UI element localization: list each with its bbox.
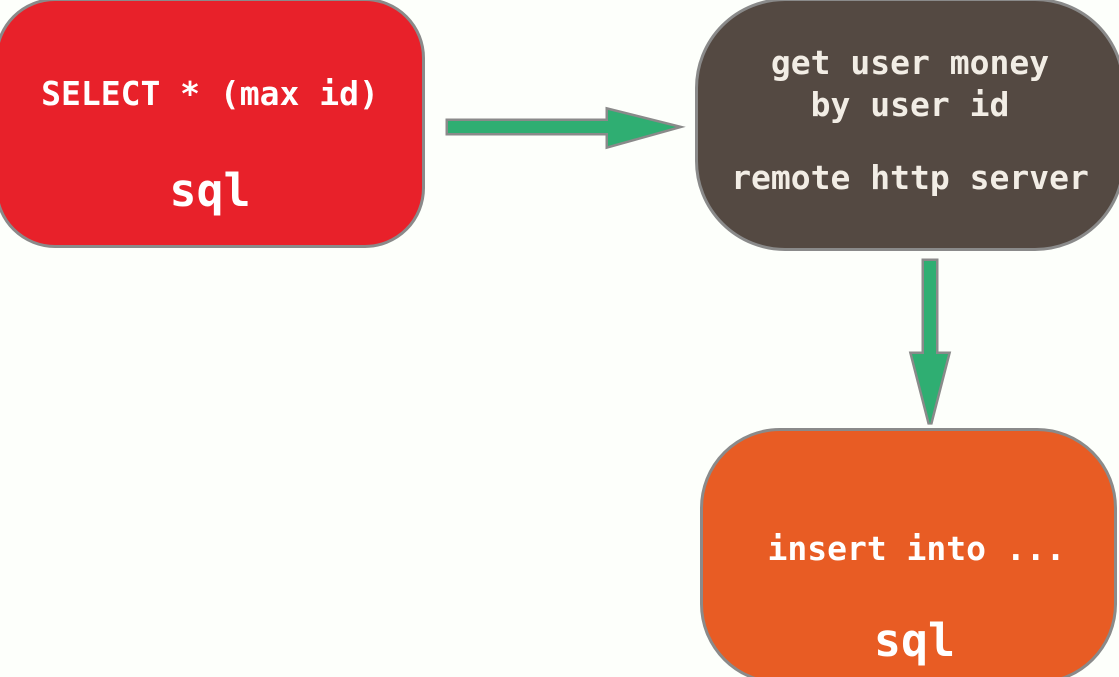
node-sql-target: insert into ... sql bbox=[700, 428, 1117, 677]
sql-source-query: SELECT * (max id) bbox=[41, 74, 379, 113]
http-server-label: remote http server bbox=[731, 158, 1089, 197]
node-http-server: get user money by user id remote http se… bbox=[695, 0, 1119, 251]
http-server-action-line1: get user money bbox=[770, 43, 1050, 82]
sql-source-label: sql bbox=[169, 164, 251, 217]
arrow-down-icon bbox=[908, 258, 952, 425]
sql-target-query: insert into ... bbox=[767, 529, 1066, 568]
arrow-right-icon bbox=[445, 106, 686, 150]
node-sql-source: SELECT * (max id) sql bbox=[0, 0, 425, 248]
http-server-action-line2: by user id bbox=[810, 85, 1010, 124]
sql-target-label: sql bbox=[873, 614, 956, 667]
